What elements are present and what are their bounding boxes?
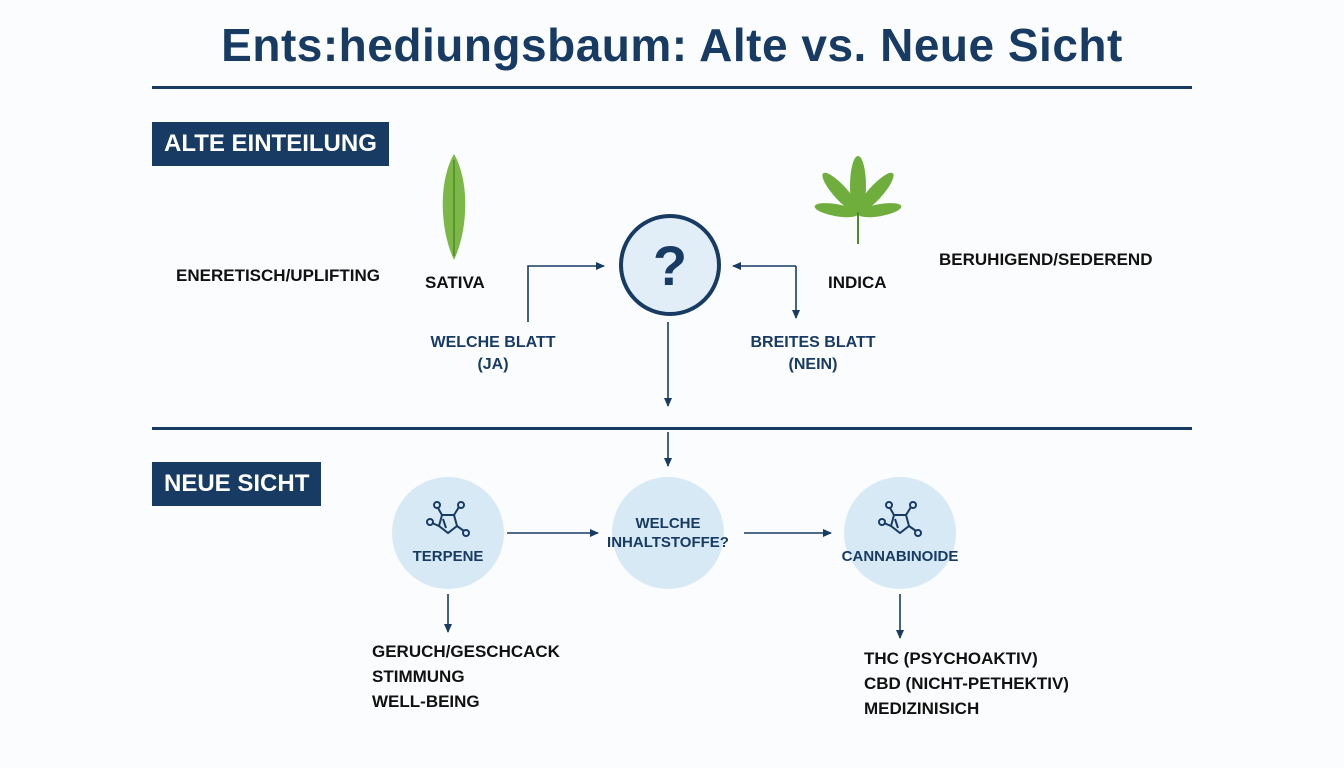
sativa-leaf-icon bbox=[442, 154, 466, 260]
list-item: WELL-BEING bbox=[372, 692, 480, 711]
left-branch-label: WELCHE BLATT (JA) bbox=[418, 332, 568, 376]
center-line2: INHALTSTOFFE? bbox=[607, 534, 729, 551]
right-branch-line1: BREITES BLATT bbox=[750, 334, 876, 351]
new-section-label: NEUE SICHT bbox=[152, 462, 322, 506]
cannabinoide-label: CANNABINOIDE bbox=[841, 547, 959, 565]
left-branch-line2: (JA) bbox=[477, 356, 509, 373]
connector-sativa-to-question bbox=[527, 262, 605, 322]
list-item: STIMMUNG bbox=[372, 667, 465, 686]
indica-label: INDICA bbox=[828, 273, 887, 292]
old-left-effect: ENERETISCH/UPLIFTING bbox=[176, 266, 381, 285]
right-branch-line2: (NEIN) bbox=[788, 356, 838, 373]
center-line1: WELCHE bbox=[635, 515, 701, 532]
list-item: CBD (NICHT-PETHEKTIV) bbox=[864, 674, 1069, 693]
question-mark-icon: ? bbox=[652, 233, 688, 297]
question-node: ? bbox=[619, 214, 721, 316]
cannabinoide-node: CANNABINOIDE bbox=[841, 477, 959, 589]
old-right-effect: BERUHIGEND/SEDEREND bbox=[939, 250, 1153, 269]
terpene-label: TERPENE bbox=[412, 547, 484, 565]
cannabinoide-effects-list: THC (PSYCHOAKTIV) CBD (NICHT-PETHEKTIV) … bbox=[864, 646, 1069, 721]
indica-leaf-icon bbox=[814, 156, 902, 244]
right-branch-label: BREITES BLATT (NEIN) bbox=[738, 332, 888, 376]
center-question-node: WELCHE INHALTSTOFFE? bbox=[607, 477, 729, 589]
molecule-icon bbox=[426, 500, 470, 537]
sativa-label: SATIVA bbox=[425, 273, 485, 292]
list-item: THC (PSYCHOAKTIV) bbox=[864, 649, 1038, 668]
page-title: Ents:hediungsbaum: Alte vs. Neue Sicht bbox=[221, 19, 1123, 71]
list-item: GERUCH/GESCHCACK bbox=[372, 642, 560, 661]
left-branch-line1: WELCHE BLATT bbox=[430, 334, 556, 351]
title-divider bbox=[152, 86, 1192, 89]
old-section-label: ALTE EINTEILUNG bbox=[152, 122, 389, 166]
list-item: MEDIZINISICH bbox=[864, 699, 980, 718]
terpene-node: TERPENE bbox=[392, 477, 504, 589]
section-divider bbox=[152, 427, 1192, 430]
molecule-icon bbox=[878, 500, 922, 537]
terpene-effects-list: GERUCH/GESCHCACK STIMMUNG WELL-BEING bbox=[372, 639, 560, 714]
